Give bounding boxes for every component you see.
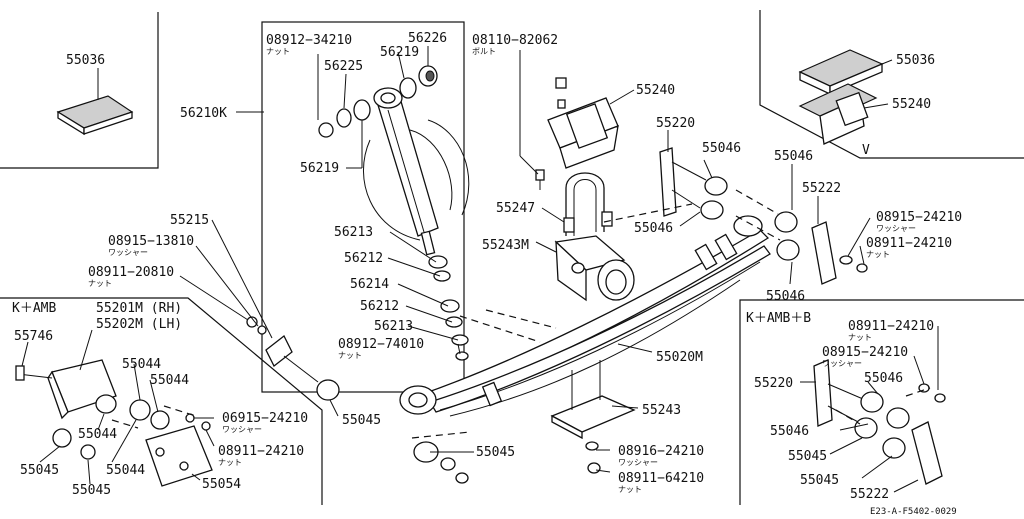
label-55222-right: 55222 xyxy=(802,181,841,196)
label-56213-a: 56213 xyxy=(334,225,373,240)
label-55240-right: 55240 xyxy=(892,97,931,112)
label-08911-20810-sub: ナット xyxy=(88,279,112,288)
spring-plate-55243 xyxy=(550,360,636,474)
shock-hardware xyxy=(318,65,469,361)
label-55036-right: 55036 xyxy=(896,53,935,68)
label-08911-24210-right-sub: ナット xyxy=(866,250,890,259)
label-56225: 56225 xyxy=(324,59,363,74)
label-55243: 55243 xyxy=(642,403,681,418)
label-55045-center-1: 55045 xyxy=(342,413,381,428)
label-55215: 55215 xyxy=(170,213,209,228)
shock-absorber xyxy=(362,87,470,256)
label-55045-center-2: 55045 xyxy=(476,445,515,460)
label-55044-d: 55044 xyxy=(106,463,145,478)
frame-top-right xyxy=(759,10,1024,159)
shackle-55222-right xyxy=(774,211,868,285)
shackle-55222-kab xyxy=(911,421,943,485)
label-55046-right-2: 55046 xyxy=(766,289,805,304)
label-55202m: 55202M (LH) xyxy=(96,317,182,332)
label-06915-24210-sub: ワッシャー xyxy=(222,425,262,434)
label-56210k: 56210K xyxy=(180,106,227,121)
bracket-55201m xyxy=(15,359,117,420)
pad-55036-topleft xyxy=(56,72,134,136)
label-55045-br-1: 55045 xyxy=(788,449,827,464)
label-55045-left-2: 55045 xyxy=(72,483,111,498)
label-55044-c: 55044 xyxy=(78,427,117,442)
label-55020m: 55020M xyxy=(656,350,703,365)
label-55044-a: 55044 xyxy=(122,357,161,372)
label-08911-64210-sub: ナット xyxy=(618,485,642,494)
label-55045-left-1: 55045 xyxy=(20,463,59,478)
plate-55054 xyxy=(145,425,213,487)
label-56212-b: 56212 xyxy=(360,299,399,314)
label-56219-a: 56219 xyxy=(380,45,419,60)
label-56219-b: 56219 xyxy=(300,161,339,176)
bracket-55220-center xyxy=(659,147,728,220)
label-06915-24210: 06915−24210 xyxy=(222,411,308,426)
label-08916-24210-sub: ワッシャー xyxy=(618,458,658,467)
label-55045-br-2: 55045 xyxy=(800,473,839,488)
drawing-code: E23-A-F5402-0029 xyxy=(870,507,957,517)
label-56213-b: 56213 xyxy=(374,319,413,334)
label-55220-br: 55220 xyxy=(754,376,793,391)
label-08911-24210-right: 08911−24210 xyxy=(866,236,952,251)
label-08911-24210-br: 08911−24210 xyxy=(848,319,934,334)
label-08110-82062: 08110−82062 xyxy=(472,33,558,48)
label-08912-34210-sub: ナット xyxy=(266,47,290,56)
label-08911-24210-left: 08911−24210 xyxy=(218,444,304,459)
label-08915-24210-right-sub: ワッシャー xyxy=(876,224,916,233)
label-56212-a: 56212 xyxy=(344,251,383,266)
label-55243m: 55243M xyxy=(482,238,529,253)
label-55046-right-1: 55046 xyxy=(774,149,813,164)
label-55201m: 55201M (RH) xyxy=(96,301,182,316)
label-08915-13810: 08915−13810 xyxy=(108,234,194,249)
label-08912-34210: 08912−34210 xyxy=(266,33,352,48)
label-55044-b: 55044 xyxy=(150,373,189,388)
label-55746: 55746 xyxy=(14,329,53,344)
label-08911-24210-left-sub: ナット xyxy=(218,458,242,467)
spring-seat-55243m xyxy=(554,235,635,302)
label-55247: 55247 xyxy=(496,201,535,216)
bracket-55240-right xyxy=(798,83,878,145)
label-08911-24210-br-sub: ナット xyxy=(848,333,872,342)
label-55046-center-1: 55046 xyxy=(702,141,741,156)
label-55222-br: 55222 xyxy=(850,487,889,502)
label-55046-center-2: 55046 xyxy=(634,221,673,236)
label-08911-20810: 08911−20810 xyxy=(88,265,174,280)
part-labels: 55036 56210K 08912−34210 ナット 56226 56219… xyxy=(12,31,962,517)
label-section-k-amb: K＋AMB xyxy=(12,301,56,316)
label-08110-82062-sub: ボルト xyxy=(472,47,496,56)
label-08915-24210-br: 08915−24210 xyxy=(822,345,908,360)
bracket-55240-center xyxy=(535,77,619,190)
label-08911-64210: 08911−64210 xyxy=(618,471,704,486)
label-55036-topleft: 55036 xyxy=(66,53,105,68)
label-55220-center: 55220 xyxy=(656,116,695,131)
label-55054: 55054 xyxy=(202,477,241,492)
label-08912-74010-sub: ナット xyxy=(338,351,362,360)
frame-k-amb-b xyxy=(739,299,1024,505)
label-08916-24210: 08916−24210 xyxy=(618,444,704,459)
leaf-spring-55020m xyxy=(399,215,771,417)
u-bolt-55247 xyxy=(563,172,613,236)
label-08915-24210-right: 08915−24210 xyxy=(876,210,962,225)
label-08915-13810-sub: ワッシャー xyxy=(108,248,148,257)
label-08915-24210-br-sub: ワッシャー xyxy=(822,359,862,368)
phantom-lines xyxy=(111,189,931,439)
frame-k-amb xyxy=(0,297,323,505)
label-55046-br-1: 55046 xyxy=(864,371,903,386)
leader-lines xyxy=(21,46,939,493)
frame-top-left xyxy=(0,12,159,169)
shackle-55215 xyxy=(246,316,319,383)
label-56214: 56214 xyxy=(350,277,389,292)
label-section-k-amb-b: K＋AMB＋B xyxy=(746,311,811,326)
bushings-kab xyxy=(854,383,946,459)
frame-shock-absorber xyxy=(261,21,465,393)
bracket-55220-kab xyxy=(813,359,871,427)
label-section-v: V xyxy=(862,143,870,158)
label-55240-center: 55240 xyxy=(636,83,675,98)
label-08912-74010: 08912−74010 xyxy=(338,337,424,352)
label-56226: 56226 xyxy=(408,31,447,46)
label-55046-br-2: 55046 xyxy=(770,424,809,439)
